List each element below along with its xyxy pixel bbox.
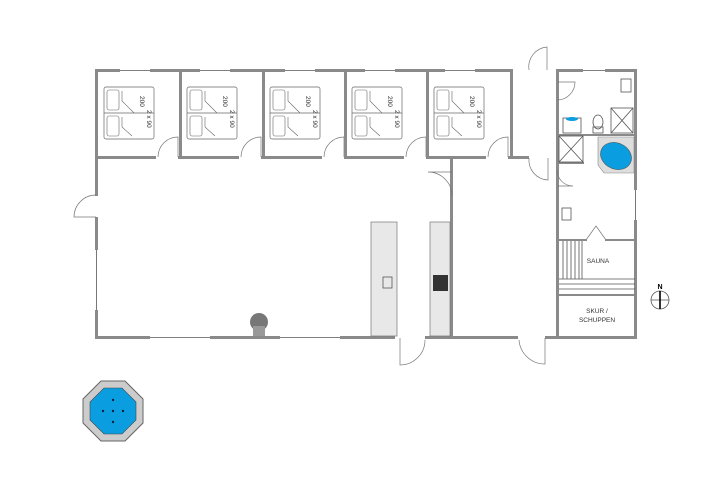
compass-icon: N — [650, 284, 670, 310]
pillow-icon — [354, 89, 368, 111]
sauna: SAUNA SKUR / SCHUPPEN — [559, 239, 635, 324]
shower-icon — [610, 107, 634, 134]
bed-length-label: 200 — [468, 96, 475, 107]
bed-width-label: 2 x 90 — [145, 110, 152, 128]
cooktop-icon — [433, 275, 448, 291]
bed-width-label: 2 x 90 — [475, 110, 482, 128]
pillow-icon — [354, 115, 368, 137]
pillow-icon — [272, 115, 286, 137]
bed-length-label: 200 — [304, 96, 311, 107]
pillow-icon — [189, 89, 203, 111]
bed-width-label: 2 x 90 — [393, 110, 400, 128]
bed-length-label: 200 — [221, 96, 228, 107]
windows — [95, 69, 637, 339]
door — [157, 136, 179, 158]
doors — [73, 45, 607, 366]
bed-length-label: 200 — [138, 96, 145, 107]
door — [405, 136, 427, 158]
door — [487, 136, 509, 158]
shower-icon — [558, 135, 584, 163]
north-label: N — [657, 284, 662, 291]
pillow-icon — [189, 115, 203, 137]
shed-label-line1: SKUR / — [586, 308, 608, 315]
bathtub-icon — [600, 142, 632, 170]
door — [240, 136, 262, 158]
bed-width-label: 2 x 90 — [311, 110, 318, 128]
bed-length-label: 200 — [386, 96, 393, 107]
kitchen-counter — [370, 221, 398, 337]
toilet-icon — [592, 114, 604, 130]
pillow-icon — [436, 89, 450, 111]
hot-tub-icon — [82, 380, 144, 442]
bed-width-label: 2 x 90 — [228, 110, 235, 128]
pillow-icon — [436, 115, 450, 137]
door — [323, 136, 345, 158]
shed-label-line2: SCHUPPEN — [579, 317, 615, 324]
kitchen — [370, 221, 451, 337]
sauna-label: SAUNA — [587, 258, 610, 265]
pillow-icon — [272, 89, 286, 111]
kitchen-sink-icon — [382, 276, 393, 289]
sink-icon — [620, 78, 632, 93]
pillow-icon — [106, 115, 120, 137]
fireplace-icon — [250, 313, 268, 336]
sink-icon — [561, 207, 572, 221]
bathroom — [558, 78, 635, 221]
pillow-icon — [106, 89, 120, 111]
